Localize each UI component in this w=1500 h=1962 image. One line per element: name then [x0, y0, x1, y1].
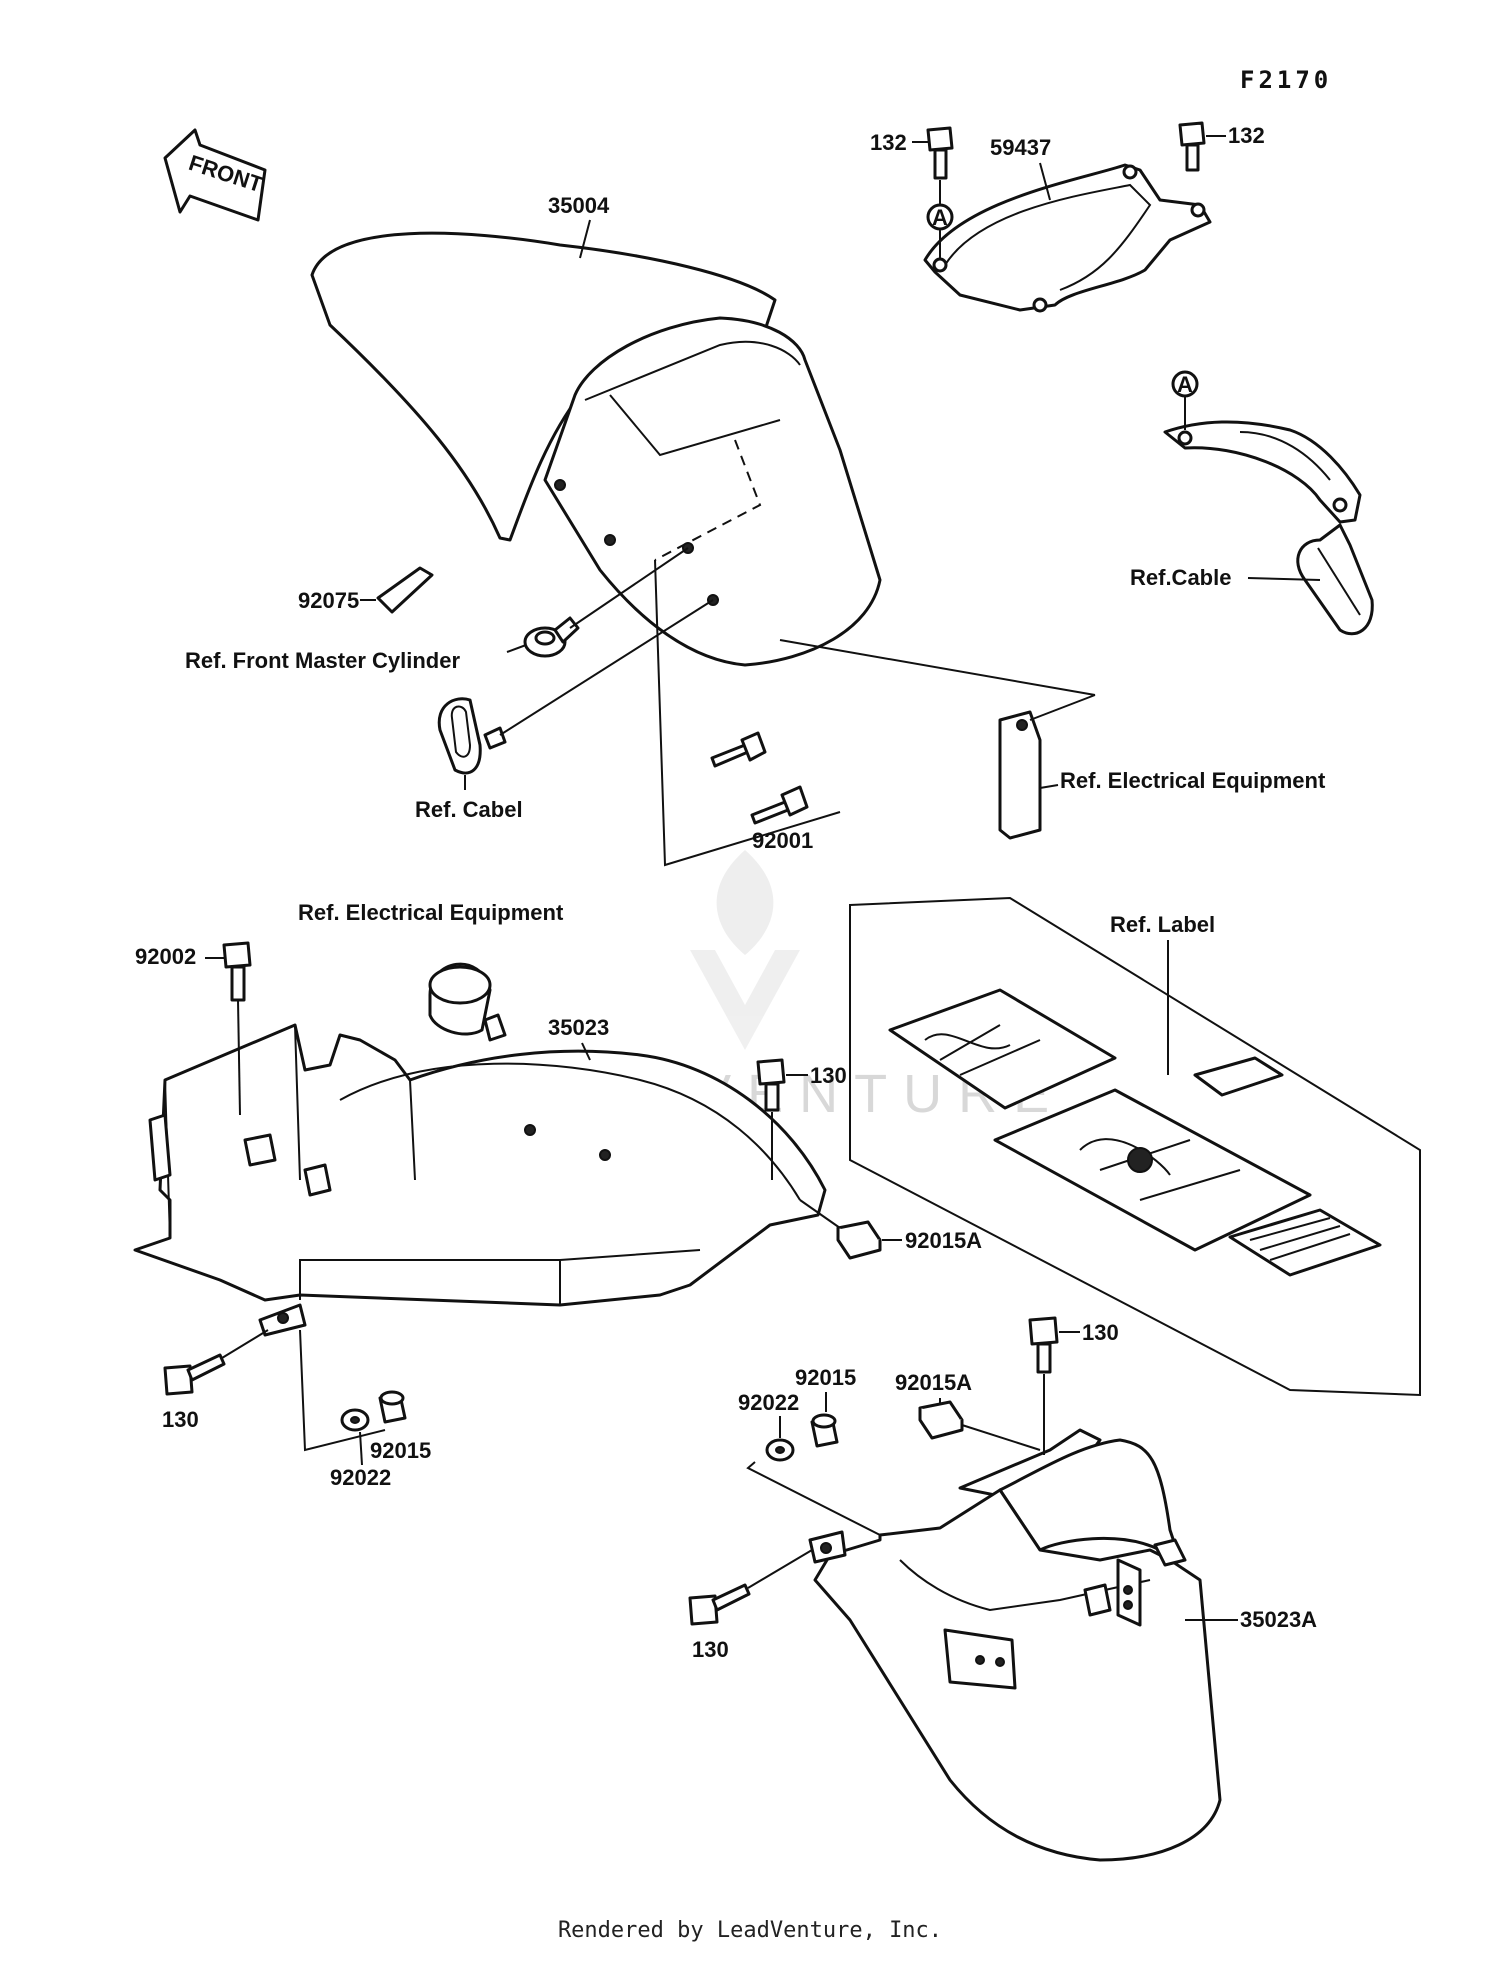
label-130-a: 130	[810, 1063, 847, 1088]
bracket-icon	[437, 697, 507, 775]
bolt-icon	[750, 785, 809, 825]
label-132-right: 132	[1228, 123, 1265, 148]
bolt-icon	[710, 731, 767, 768]
label-35023A: 35023A	[1240, 1607, 1317, 1632]
grommet-icon	[523, 616, 580, 658]
bracket-icon	[1163, 420, 1374, 636]
label-92022-b: 92022	[738, 1390, 799, 1415]
front-arrow-icon: FRONT	[163, 128, 267, 222]
callout-a-icon: A	[926, 203, 954, 231]
bolt-icon	[163, 1353, 226, 1396]
cover-59437	[923, 163, 1212, 313]
grommet-icon	[428, 962, 507, 1042]
nut-icon	[918, 1400, 964, 1440]
nut-icon	[810, 1413, 839, 1448]
label-92022-a: 92022	[330, 1465, 391, 1490]
svg-text:A: A	[1177, 372, 1193, 397]
reflector-92075	[376, 566, 434, 614]
label-ref-electrical-equipment-1: Ref. Electrical Equipment	[1060, 768, 1326, 793]
label-92002: 92002	[135, 944, 196, 969]
callout-a-icon: A	[1171, 370, 1199, 398]
bolt-icon	[222, 941, 252, 1002]
washer-icon	[765, 1438, 795, 1462]
label-92015-a: 92015	[370, 1438, 431, 1463]
label-sheet-icon	[849, 896, 1421, 1397]
bolt-icon	[1028, 1316, 1059, 1374]
label-92075: 92075	[298, 588, 359, 613]
nut-icon	[378, 1390, 407, 1424]
nut-icon	[836, 1220, 882, 1260]
grommet-icon	[998, 710, 1042, 840]
label-ref-electrical-equipment-2: Ref. Electrical Equipment	[298, 900, 564, 925]
label-132-left: 132	[870, 130, 907, 155]
label-ref-front-master-cylinder: Ref. Front Master Cylinder	[185, 648, 460, 673]
svg-text:A: A	[932, 205, 948, 230]
label-35023: 35023	[548, 1015, 609, 1040]
label-ref-label: Ref. Label	[1110, 912, 1215, 937]
bolt-icon	[756, 1058, 786, 1112]
label-ref-cabel: Ref. Cabel	[415, 797, 523, 822]
label-92015A-a: 92015A	[905, 1228, 982, 1253]
label-130-b: 130	[162, 1407, 199, 1432]
rear-fender-35023	[133, 1023, 827, 1337]
label-35004: 35004	[548, 193, 610, 218]
label-92001: 92001	[752, 828, 813, 853]
label-130-c: 130	[1082, 1320, 1119, 1345]
washer-icon	[340, 1408, 370, 1432]
label-ref-cable: Ref.Cable	[1130, 565, 1231, 590]
front-fender	[310, 231, 882, 667]
diagram-code: F2170	[1240, 66, 1332, 94]
label-130-d: 130	[692, 1637, 729, 1662]
footer-credit: Rendered by LeadVenture, Inc.	[557, 1918, 943, 1943]
bolt-icon	[926, 126, 954, 180]
label-92015A-b: 92015A	[895, 1370, 972, 1395]
rear-fender-35023A	[808, 1428, 1222, 1862]
label-92015-b: 92015	[795, 1365, 856, 1390]
watermark-flame-logo	[690, 850, 800, 1050]
bolt-icon	[688, 1583, 751, 1626]
bolt-icon	[1178, 121, 1206, 172]
label-59437: 59437	[990, 135, 1051, 160]
